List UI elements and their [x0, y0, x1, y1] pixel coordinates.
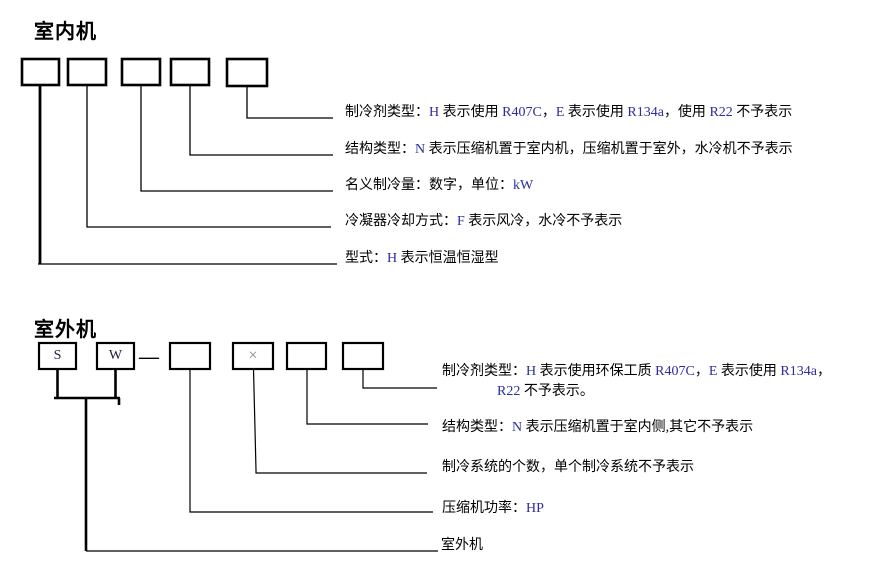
outdoor-connector-structure: [306, 369, 428, 425]
outdoor-connector-refrigerant: [362, 369, 437, 389]
indoor-desc-nominal-capacity: 名义制冷量：数字，单位：kW: [345, 178, 534, 193]
indoor-desc-condenser-cooling: 冷凝器冷却方式：F 表示风冷，水冷不予表示: [345, 214, 623, 229]
outdoor-desc-structure-type: 结构类型：N 表示压缩机置于室内侧,其它不予表示: [442, 420, 754, 435]
indoor-desc-structure-type: 结构类型：N 表示压缩机置于室内机，压缩机置于室外，水冷机不予表示: [345, 142, 793, 157]
indoor-connector-refrigerant: [246, 86, 333, 119]
indoor-connector-condenser: [86, 86, 331, 228]
outdoor-desc-compressor-power: 压缩机功率：HP: [442, 501, 544, 516]
indoor-desc-refrigerant-type: 制冷剂类型：H 表示使用 R407C，E 表示使用 R134a，使用 R22 不…: [345, 105, 793, 120]
outdoor-desc-system-count: 制冷系统的个数，单个制冷系统不予表示: [442, 460, 694, 475]
outdoor-desc-refrigerant-line2: R22 不予表示。: [497, 384, 594, 399]
outdoor-connector-compressor-power: [189, 369, 433, 513]
outdoor-connector-system-count: [252, 368, 427, 474]
indoor-code-box-3: [120, 57, 162, 87]
indoor-connector-capacity: [140, 86, 333, 192]
outdoor-desc-unit-label: 室外机: [441, 538, 483, 553]
indoor-desc-model-type: 型式：H 表示恒温恒湿型: [345, 251, 499, 266]
code-separator-dash: —: [139, 346, 159, 368]
indoor-code-box-5: [225, 57, 269, 88]
outdoor-code-letter-w: W: [108, 348, 123, 363]
indoor-connector-structure: [189, 86, 333, 156]
indoor-unit-title: 室内机: [34, 21, 97, 43]
outdoor-code-box-refrigerant: [341, 341, 385, 371]
indoor-code-box-2: [66, 57, 108, 87]
multiply-mark-icon: ×: [248, 347, 258, 364]
outdoor-code-box-structure: [285, 341, 328, 371]
outdoor-code-letter-s: S: [53, 348, 62, 363]
outdoor-code-box-x: [231, 341, 275, 371]
outdoor-unit-title: 室外机: [34, 319, 97, 341]
indoor-code-box-4: [169, 57, 211, 87]
outdoor-desc-refrigerant-line1: 制冷剂类型：H 表示使用环保工质 R407C，E 表示使用 R134a，: [442, 364, 831, 379]
indoor-code-box-1: [20, 57, 61, 87]
outdoor-code-box-power: [168, 341, 212, 371]
